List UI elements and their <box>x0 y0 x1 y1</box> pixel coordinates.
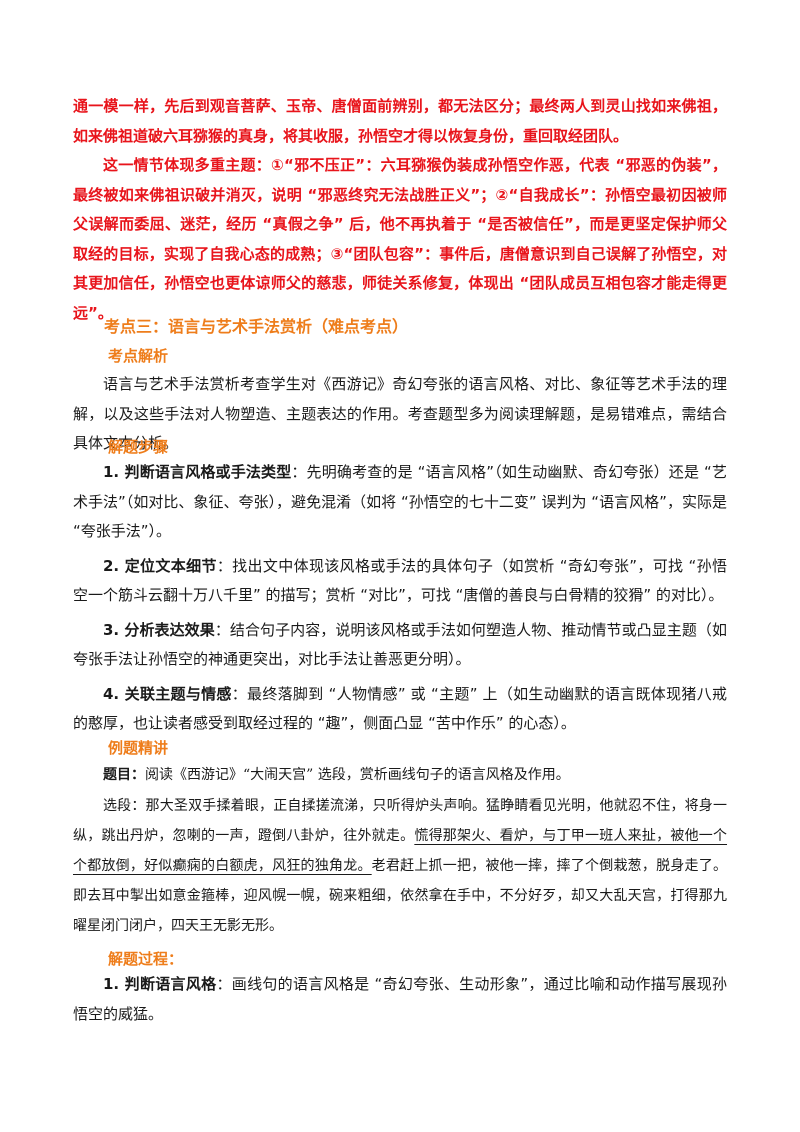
step-1: 1. 判断语言风格或手法类型：先明确考查的是 “语言风格”（如生动幽默、奇幻夸张… <box>73 458 727 547</box>
excerpt-after: 老君赶上抓一把，被他一摔，摔了个倒栽葱，脱身走了。即去耳中掣出如意金箍棒，迎风幌… <box>73 858 728 934</box>
steps-list: 1. 判断语言风格或手法类型：先明确考查的是 “语言风格”（如生动幽默、奇幻夸张… <box>73 458 727 739</box>
process-heading: 解题过程： <box>108 950 184 968</box>
example-heading: 例题精讲 <box>108 739 169 757</box>
steps-heading: 解题步骤 <box>108 438 169 456</box>
step-text: ：找出文中体现该风格或手法的具体句子（如赏析 “奇幻夸张”，可找 “孙悟空一个筋… <box>73 556 727 605</box>
red-paragraph-2: 这一情节体现多重主题：①“邪不压正”：六耳猕猴伪装成孙悟空作恶，代表 “邪恶的伪… <box>73 156 727 322</box>
process-text: ：画线句的语言风格是 “奇幻夸张、生动形象”，通过比喻和动作描写展现孙悟空的威猛… <box>73 975 727 1023</box>
excerpt-underlined: 慌得那架火、看炉，与丁甲一班人来扯，被他一个个都放倒，好似癫痫的白额虎，风狂的独… <box>73 828 728 874</box>
step-4: 4. 关联主题与情感：最终落脚到 “人物情感” 或 “主题” 上（如生动幽默的语… <box>73 680 727 739</box>
step-label: 1. 判断语言风格或手法类型 <box>103 463 292 481</box>
question: 题目：阅读《西游记》“大闹天宫” 选段，赏析画线句子的语言风格及作用。 <box>73 761 727 791</box>
red-section: 通一模一样，先后到观音菩萨、玉帝、唐僧面前辨别，都无法区分；最终两人到灵山找如来… <box>73 92 727 328</box>
step-label: 2. 定位文本细节 <box>103 556 217 575</box>
excerpt-before: 选段：那大圣双手揉着眼，正自揉搓流涕，只听得炉头声响。猛睁睛看见光明，他就忍不住… <box>73 798 727 844</box>
question-label: 题目： <box>103 767 145 783</box>
analysis-text: 语言与艺术手法赏析考查学生对《西游记》奇幻夸张的语言风格、对比、象征等艺术手法的… <box>73 375 727 452</box>
step-3: 3. 分析表达效果：结合句子内容，说明该风格或手法如何塑造人物、推动情节或凸显主… <box>73 616 727 675</box>
step-text: ：先明确考查的是 “语言风格”（如生动幽默、奇幻夸张）还是 “艺术手法”（如对比… <box>73 463 727 540</box>
question-text: 阅读《西游记》“大闹天宫” 选段，赏析画线句子的语言风格及作用。 <box>145 767 570 783</box>
step-text: ：最终落脚到 “人物情感” 或 “主题” 上（如生动幽默的语言既体现猪八戒的憨厚… <box>73 684 727 733</box>
step-label: 4. 关联主题与情感 <box>103 684 232 703</box>
section-title: 考点三：语言与艺术手法赏析（难点考点） <box>104 317 409 336</box>
red-paragraph-1: 通一模一样，先后到观音菩萨、玉帝、唐僧面前辨别，都无法区分；最终两人到灵山找如来… <box>73 97 727 145</box>
process-step-1: 1. 判断语言风格：画线句的语言风格是 “奇幻夸张、生动形象”，通过比喻和动作描… <box>73 970 727 1029</box>
step-label: 3. 分析表达效果 <box>103 620 215 639</box>
analysis-heading: 考点解析 <box>108 347 169 365</box>
step-2: 2. 定位文本细节：找出文中体现该风格或手法的具体句子（如赏析 “奇幻夸张”，可… <box>73 552 727 611</box>
step-text: ：结合句子内容，说明该风格或手法如何塑造人物、推动情节或凸显主题（如夸张手法让孙… <box>73 620 727 669</box>
process-label: 1. 判断语言风格 <box>103 975 217 993</box>
excerpt: 选段：那大圣双手揉着眼，正自揉搓流涕，只听得炉头声响。猛睁睛看见光明，他就忍不住… <box>73 791 727 941</box>
